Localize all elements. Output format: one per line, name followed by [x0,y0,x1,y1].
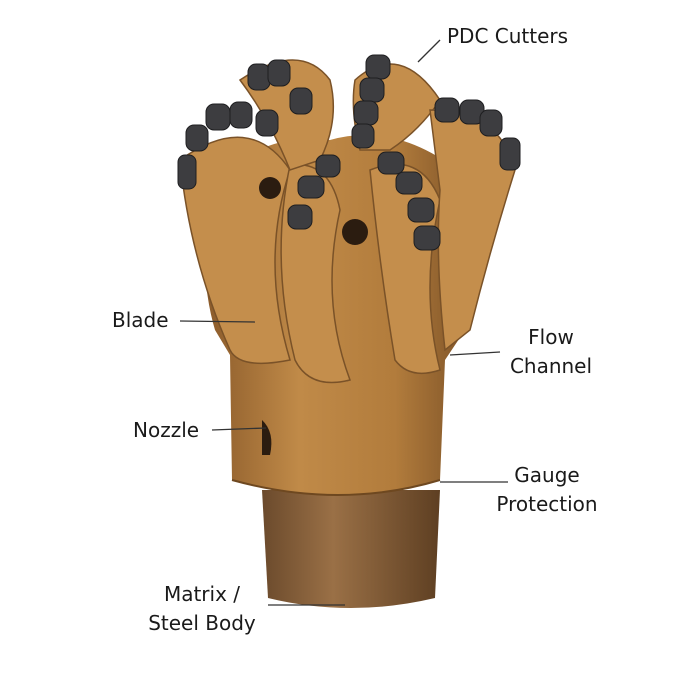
leader-flow-channel [449,351,501,356]
label-body: Matrix / Steel Body [140,580,264,638]
pdc-cutters [177,54,521,251]
label-line: Matrix / [163,582,241,606]
label-pdc-cutters: PDC Cutters [447,24,569,48]
leader-nozzle [211,427,267,431]
leader-blade [179,320,256,323]
leader-lines [179,39,508,606]
label-flow-channel: Flow Channel [503,323,599,381]
steel-body-shank [262,490,440,608]
leader-pdc-cutters [417,39,441,63]
nozzle-holes [259,177,368,455]
label-line: Protection [496,492,598,516]
label-line: Channel [509,354,593,378]
label-gauge-protection: Gauge Protection [486,461,608,519]
label-nozzle: Nozzle [133,418,200,442]
label-line: Gauge [514,463,580,487]
label-line: Flow [528,325,574,349]
label-line: Steel Body [148,611,256,635]
label-blade: Blade [112,308,169,332]
